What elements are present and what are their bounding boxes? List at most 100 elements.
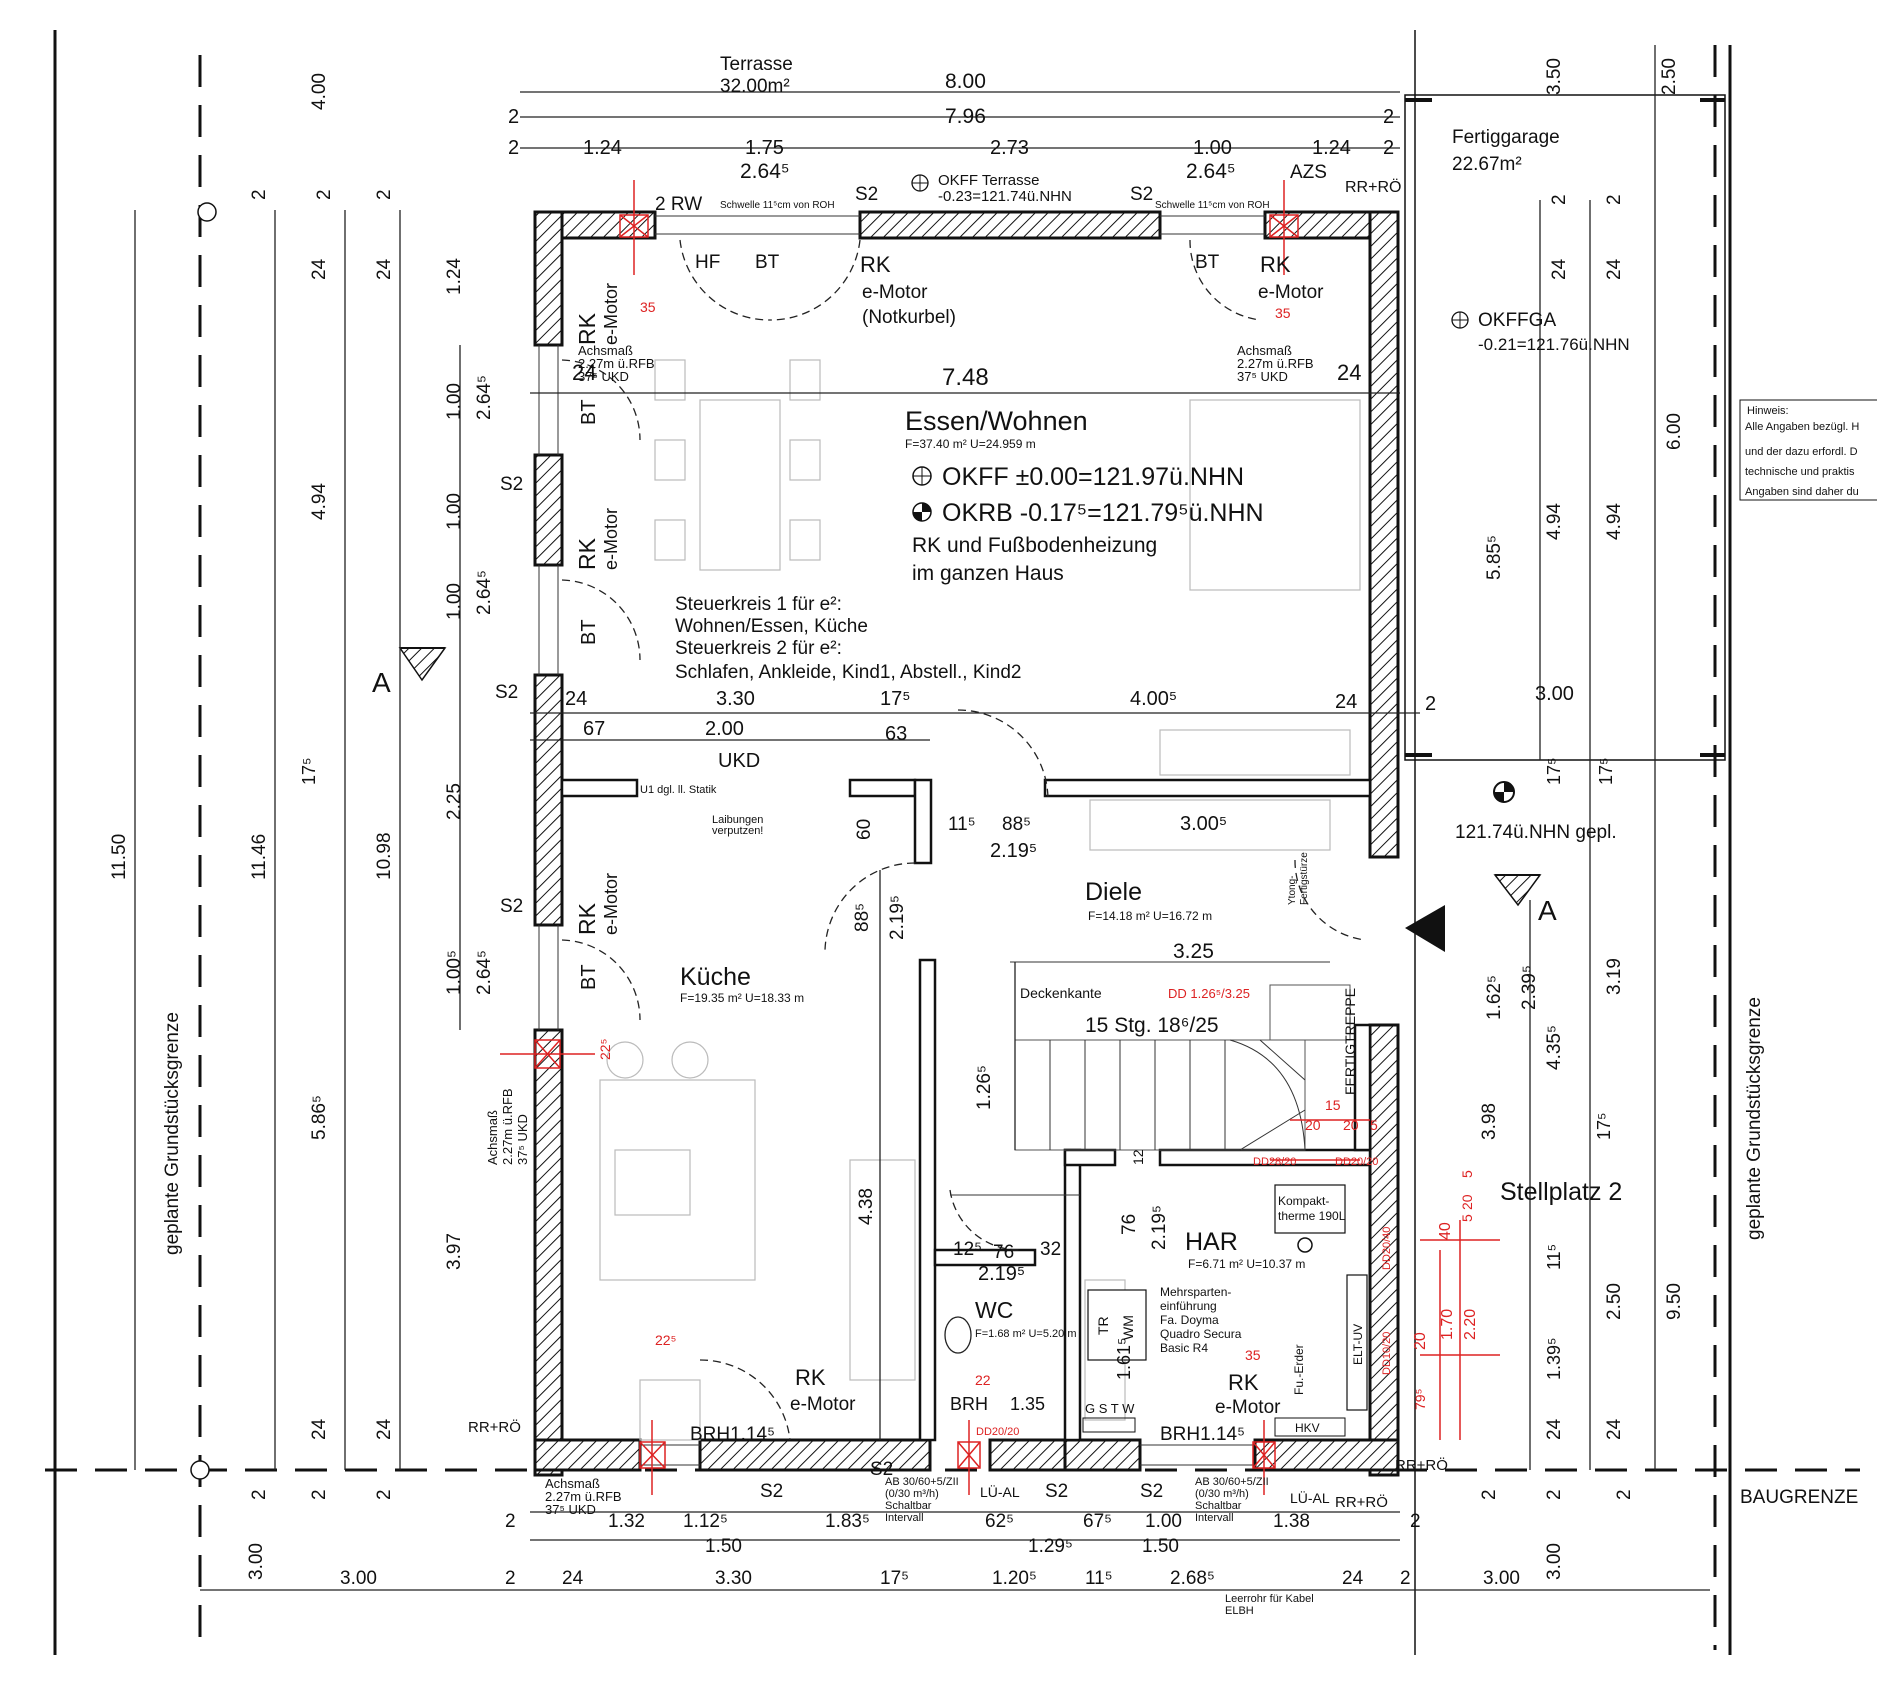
dim-value: 10.98 bbox=[374, 832, 395, 880]
rk-label: RK bbox=[860, 252, 891, 277]
dim-value: 32 bbox=[1040, 1239, 1061, 1260]
rk-label: RK bbox=[574, 902, 600, 935]
dim-value: 22⁵ bbox=[655, 1332, 676, 1348]
dim-value: 3.00 bbox=[340, 1568, 377, 1589]
dim-value: 4.00⁵ bbox=[1130, 688, 1177, 710]
ab-label: (0/30 m³/h) bbox=[1195, 1488, 1249, 1500]
dim-value: 24 bbox=[309, 258, 330, 280]
s2-label: S2 bbox=[1045, 1481, 1068, 1502]
rk-label: RK bbox=[574, 312, 600, 345]
bt-label: BT bbox=[578, 619, 600, 645]
room-name: Essen/Wohnen bbox=[905, 406, 1088, 436]
azs-label: AZS bbox=[1290, 162, 1327, 183]
dim-value: 20 bbox=[1305, 1117, 1321, 1133]
laibungen-label: Laibungen bbox=[712, 814, 763, 826]
lueal-label: LÜ-AL bbox=[980, 1483, 1020, 1500]
room-area: F=14.18 m² U=16.72 m bbox=[1088, 909, 1212, 923]
ab-label: AB 30/60+5/ZII bbox=[1195, 1476, 1269, 1488]
garage-area: 22.67m² bbox=[1452, 154, 1522, 175]
steuer-line: Steuerkreis 2 für e²: bbox=[675, 638, 842, 659]
garage-dim: 17⁵ bbox=[1596, 758, 1616, 785]
dim-value: 3.98 bbox=[1479, 1103, 1500, 1140]
dim-value: 12 bbox=[1130, 1149, 1146, 1165]
dim-value: 3.25 bbox=[1173, 940, 1214, 963]
achsmass-value: 37⁵ UKD bbox=[578, 369, 629, 384]
rr-ro-label: RR+RÖ bbox=[1335, 1493, 1388, 1511]
edge-dim: 2 bbox=[508, 106, 519, 128]
mehrsparten-label: Mehrsparten- bbox=[1160, 1285, 1231, 1299]
okffga-label: OKFFGA bbox=[1478, 310, 1556, 331]
steuer-line: Schlafen, Ankleide, Kind1, Abstell., Kin… bbox=[675, 662, 1021, 683]
kompakt-label: Kompakt- bbox=[1278, 1194, 1329, 1208]
room-area: F=19.35 m² U=18.33 m bbox=[680, 991, 804, 1005]
dim-value: 3.00 bbox=[1483, 1568, 1520, 1589]
u1-label: U1 dgl. ll. Statik bbox=[640, 784, 717, 796]
dim-value: 2 bbox=[505, 1511, 516, 1532]
rr-ro-label: RR+RÖ bbox=[1345, 178, 1401, 196]
mehrsparten-label: Quadro Secura bbox=[1160, 1327, 1242, 1341]
hinweis-title: Hinweis: bbox=[1747, 405, 1789, 417]
seg-dim: 1.00 bbox=[1193, 137, 1232, 159]
notkurbel-label: (Notkurbel) bbox=[862, 307, 956, 328]
dim-value: 67 bbox=[583, 718, 605, 740]
room-wc: WC F=1.68 m² U=5.20 m bbox=[944, 1297, 1077, 1354]
dim-value: 2.50 bbox=[1604, 1283, 1625, 1320]
ab-label: AB 30/60+5/ZII bbox=[885, 1476, 959, 1488]
rk-label: RK bbox=[1228, 1370, 1259, 1395]
dim-value: 11⁵ bbox=[948, 814, 976, 835]
edge-dim: 2 bbox=[508, 137, 519, 159]
height-label: 121.74ü.NHN gepl. bbox=[1455, 822, 1617, 843]
width-inner: 7.96 bbox=[945, 105, 986, 128]
dim-value: 17⁵ bbox=[1594, 1113, 1614, 1140]
dim-value: 1.32 bbox=[608, 1511, 645, 1532]
s2-label: S2 bbox=[760, 1481, 783, 1502]
dim-value: 35 bbox=[640, 299, 656, 315]
achsmass-value: 37⁵ UKD bbox=[545, 1502, 596, 1517]
dim-value: 17⁵ bbox=[299, 758, 319, 785]
s2-label: S2 bbox=[495, 682, 518, 703]
fertigtreppe-label: FERTIGTREPPE bbox=[1342, 988, 1358, 1095]
dim-value: 40 bbox=[1437, 1222, 1454, 1240]
seg-dim: 2.73 bbox=[990, 137, 1029, 159]
dim-value: 20 bbox=[1412, 1332, 1429, 1350]
achsmass-label: Achsmaß bbox=[578, 343, 633, 358]
top-labels: Terrasse 32.00m² 8.00 7.96 2 2 2 2 1.24 … bbox=[508, 54, 1401, 215]
dd-label: DD 1.26⁵/3.25 bbox=[1168, 986, 1250, 1001]
rk-label: RK bbox=[795, 1365, 826, 1390]
dim-value: 35 bbox=[1275, 305, 1291, 321]
leerrohr-label: Leerrohr für Kabel bbox=[1225, 1593, 1314, 1605]
laibungen-label: verputzen! bbox=[712, 825, 763, 837]
dim-value: 1.12⁵ bbox=[683, 1511, 728, 1532]
rw-label: 2 RW bbox=[655, 194, 702, 215]
dd-label: DD10/20 bbox=[1381, 1332, 1393, 1375]
hinweis-line: Alle Angaben bezügl. H bbox=[1745, 421, 1859, 433]
garage-dim: 4.94 bbox=[1544, 503, 1565, 540]
schwelle-note: Schwelle 11⁵cm von ROH bbox=[720, 200, 835, 211]
brh-label: BRH1.14⁵ bbox=[1160, 1424, 1245, 1445]
fu-label: Fu.-Erder bbox=[1292, 1344, 1306, 1395]
section-label: A bbox=[372, 667, 391, 698]
dim-value: 11⁵ bbox=[1085, 1568, 1113, 1589]
garage-dim: 4.94 bbox=[1604, 503, 1625, 540]
ukd-label: UKD bbox=[718, 750, 760, 772]
dd-label: DD20/20 bbox=[976, 1426, 1019, 1438]
dim-value: 17⁵ bbox=[880, 1568, 909, 1589]
dim-value: 11.50 bbox=[109, 834, 130, 880]
dd-label: DD20/20 bbox=[1335, 1156, 1378, 1168]
garage-label: Fertiggarage bbox=[1452, 127, 1560, 148]
dim-value: 24 bbox=[374, 1418, 395, 1440]
edge-dim: 2 bbox=[1383, 137, 1394, 159]
dim-value: 24 bbox=[309, 1418, 330, 1440]
dim-value: 1.50 bbox=[1142, 1536, 1179, 1557]
s2-label: S2 bbox=[1130, 184, 1153, 205]
dim-value: 2.39⁵ bbox=[1519, 965, 1540, 1010]
steuerkreis-note: Steuerkreis 1 für e²: Wohnen/Essen, Küch… bbox=[675, 594, 1021, 683]
dim-value: 7.48 bbox=[942, 364, 989, 391]
bt-label: BT bbox=[578, 964, 600, 990]
steuer-line: Wohnen/Essen, Küche bbox=[675, 616, 868, 637]
emotor-label: e-Motor bbox=[790, 1394, 856, 1415]
dim-value: 1.29⁵ bbox=[1028, 1536, 1073, 1557]
garage-dim: 6.00 bbox=[1664, 413, 1685, 450]
dim-value: 4.38 bbox=[856, 1188, 877, 1225]
rk-label: RK bbox=[574, 537, 600, 570]
